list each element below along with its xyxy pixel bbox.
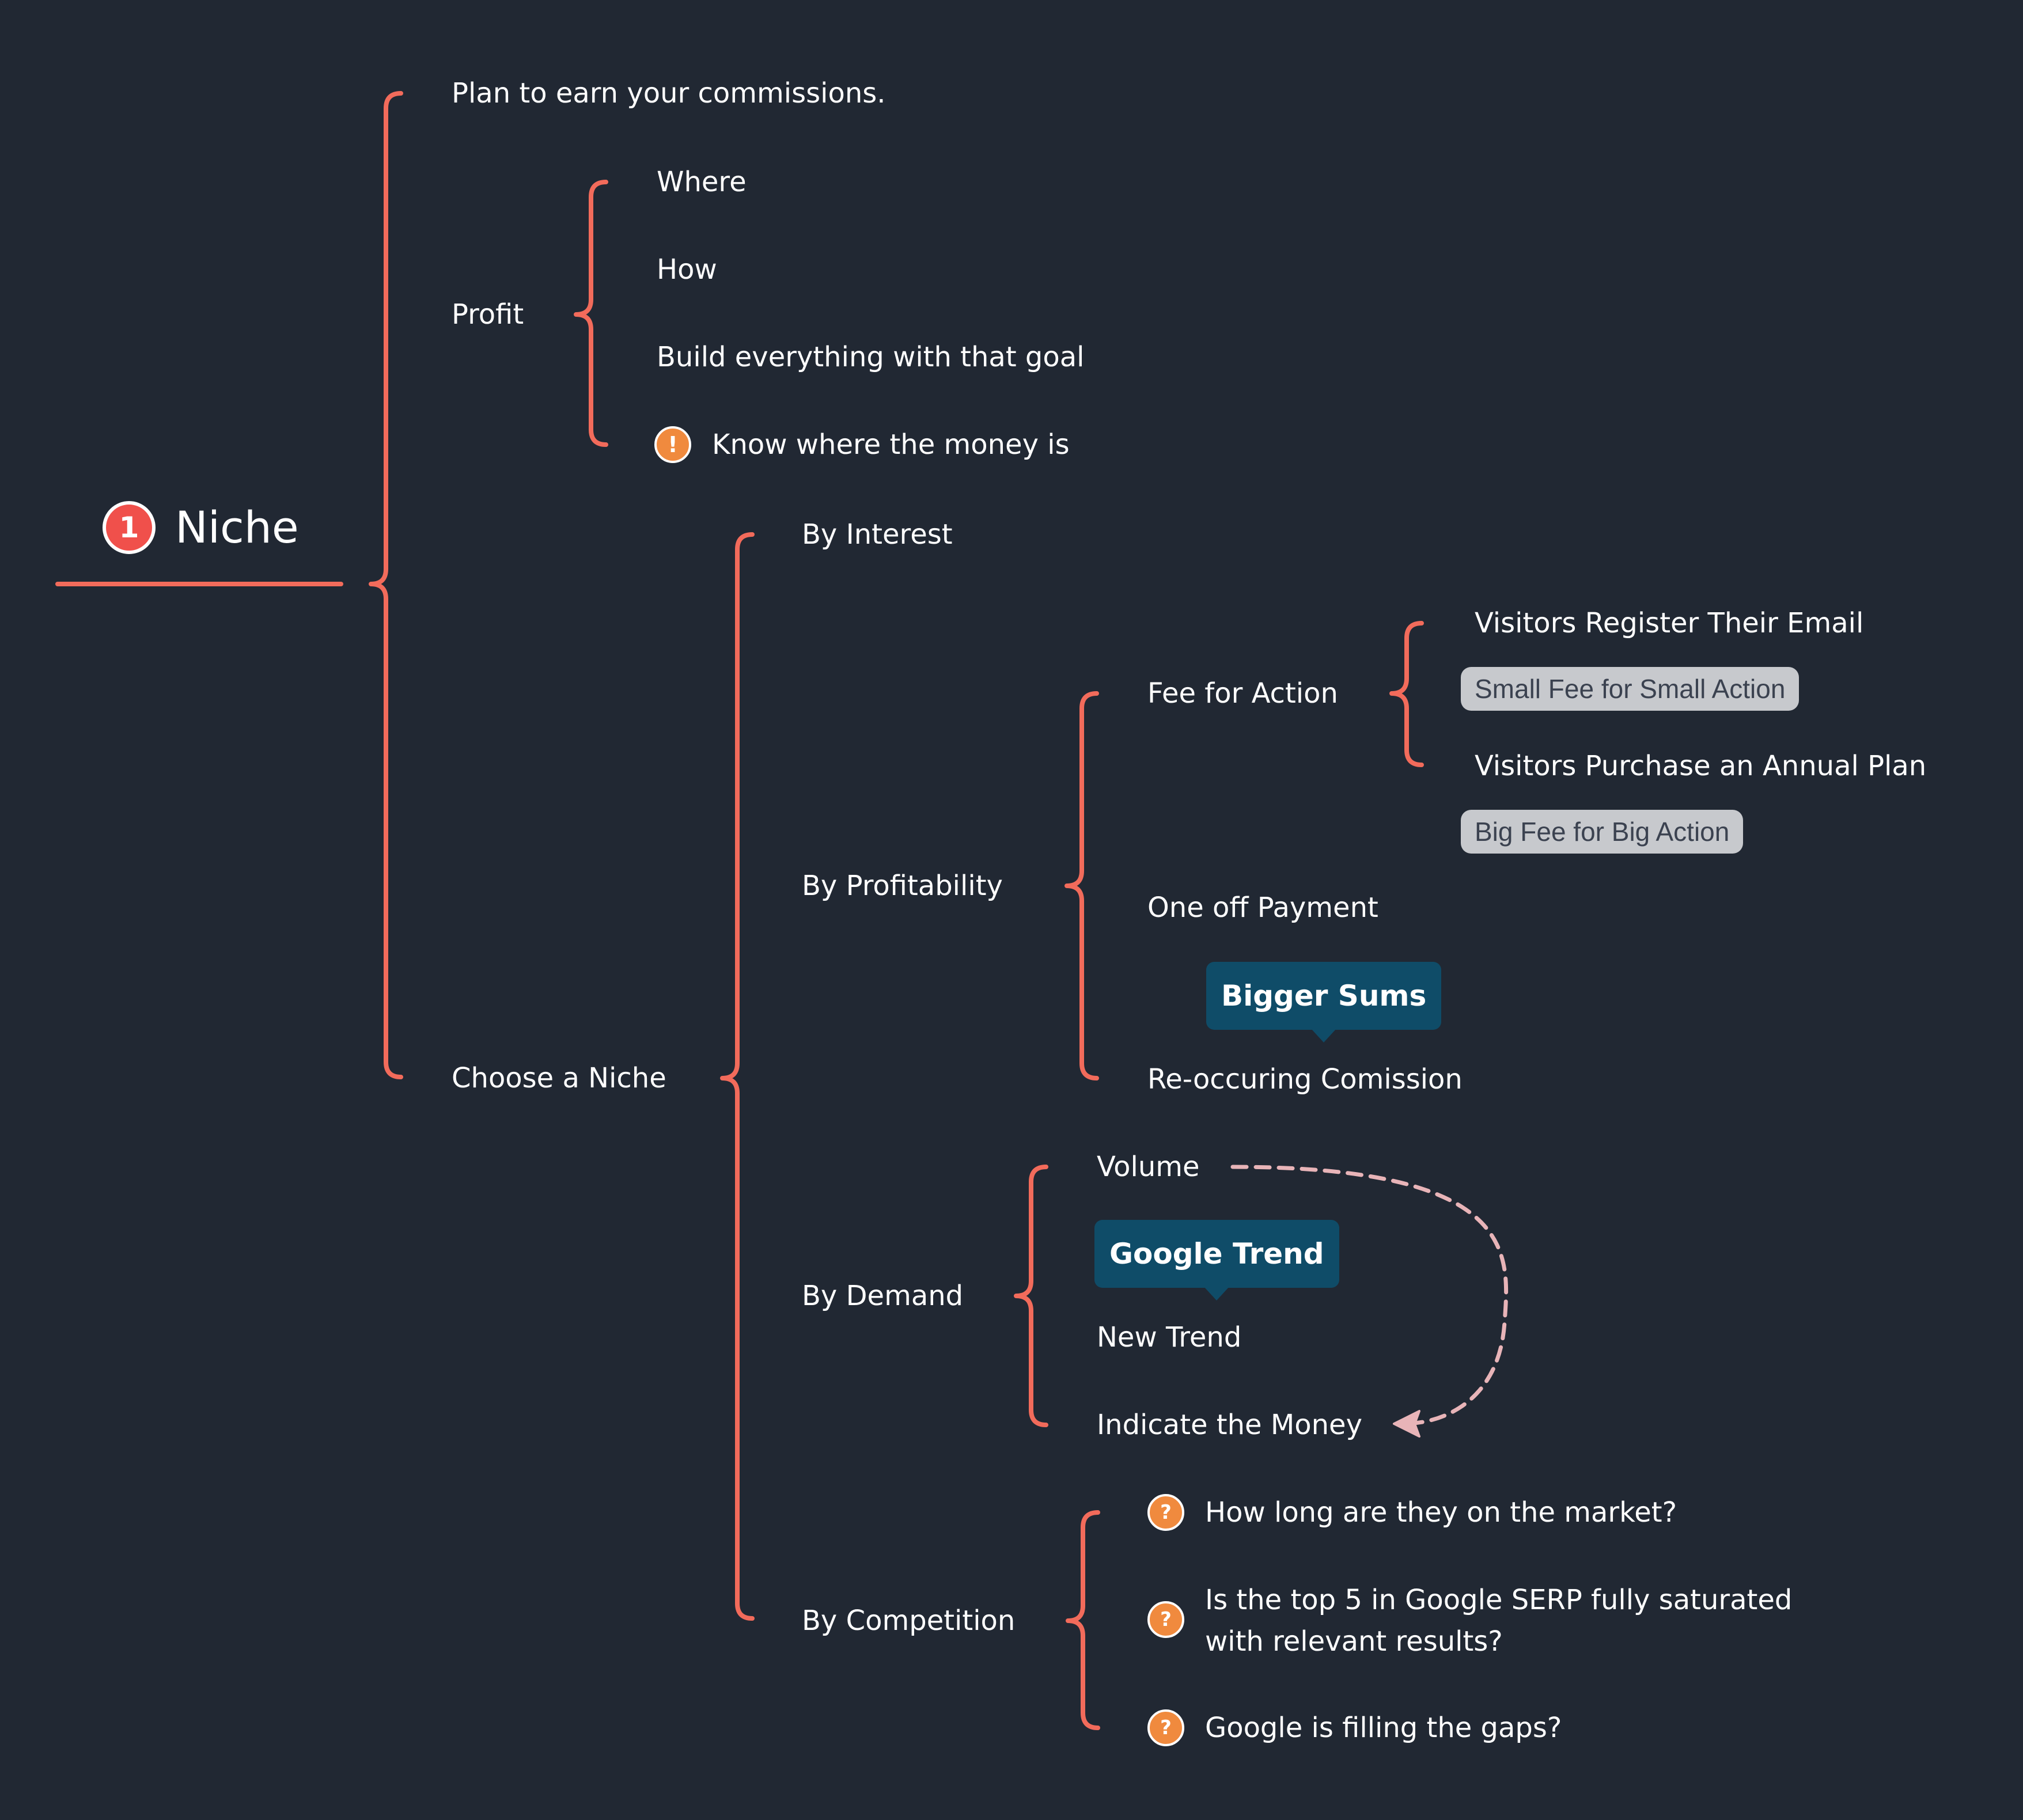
brace-by-profitability — [1064, 691, 1099, 1080]
topic-q-serp-line-2: with relevant results? — [1205, 1625, 1503, 1658]
topic-volume[interactable]: Volume — [1097, 1151, 1200, 1183]
topic-where[interactable]: Where — [657, 166, 747, 198]
topic-indicate-money[interactable]: Indicate the Money — [1097, 1409, 1362, 1441]
topic-q-market[interactable]: How long are they on the market? — [1205, 1496, 1677, 1529]
topic-by-interest[interactable]: By Interest — [802, 518, 953, 551]
topic-choose-niche[interactable]: Choose a Niche — [452, 1062, 666, 1094]
topic-visitors-purchase[interactable]: Visitors Purchase an Annual Plan — [1475, 750, 1927, 782]
question-icon: ? — [1147, 1601, 1184, 1638]
brace-by-demand — [1014, 1165, 1048, 1427]
topic-profit[interactable]: Profit — [452, 298, 524, 331]
relationship-arrow — [1230, 1165, 1509, 1426]
warning-icon: ! — [654, 426, 691, 463]
brace-by-competition — [1066, 1510, 1100, 1730]
topic-q-gaps[interactable]: Google is filling the gaps? — [1205, 1712, 1562, 1744]
brace-fee-for-action — [1389, 621, 1424, 767]
callout-google-trend[interactable]: Google Trend — [1094, 1220, 1339, 1300]
topic-by-demand[interactable]: By Demand — [802, 1280, 964, 1312]
brace-profit — [574, 180, 608, 447]
topic-q-serp-line-1: Is the top 5 in Google SERP fully satura… — [1205, 1584, 1793, 1616]
topic-build[interactable]: Build everything with that goal — [657, 341, 1085, 373]
question-icon: ? — [1147, 1494, 1184, 1531]
topic-by-competition[interactable]: By Competition — [802, 1605, 1016, 1637]
topic-fee-for-action[interactable]: Fee for Action — [1147, 677, 1338, 710]
brace-root — [369, 91, 403, 1079]
relationship-arrowhead — [1393, 1410, 1420, 1438]
root-topic-niche[interactable]: Niche — [175, 502, 299, 553]
topic-plan[interactable]: Plan to earn your commissions. — [452, 77, 886, 109]
topic-q-serp[interactable]: Is the top 5 in Google SERP fully satura… — [1205, 1579, 1792, 1662]
topic-visitors-register[interactable]: Visitors Register Their Email — [1475, 607, 1864, 639]
label-small-fee[interactable]: Small Fee for Small Action — [1461, 667, 1800, 711]
callout-bigger-sums[interactable]: Bigger Sums — [1206, 962, 1442, 1042]
priority-1-icon: 1 — [103, 501, 156, 554]
topic-one-off-payment[interactable]: One off Payment — [1147, 892, 1378, 924]
topic-by-profitability[interactable]: By Profitability — [802, 870, 1003, 902]
label-big-fee[interactable]: Big Fee for Big Action — [1461, 810, 1744, 854]
brace-choose-niche — [720, 532, 755, 1621]
topic-know-money[interactable]: Know where the money is — [712, 429, 1070, 461]
topic-how[interactable]: How — [657, 253, 717, 286]
question-icon: ? — [1147, 1709, 1184, 1746]
topic-new-trend[interactable]: New Trend — [1097, 1321, 1242, 1353]
topic-reoccuring-commission[interactable]: Re-occuring Comission — [1147, 1063, 1463, 1095]
